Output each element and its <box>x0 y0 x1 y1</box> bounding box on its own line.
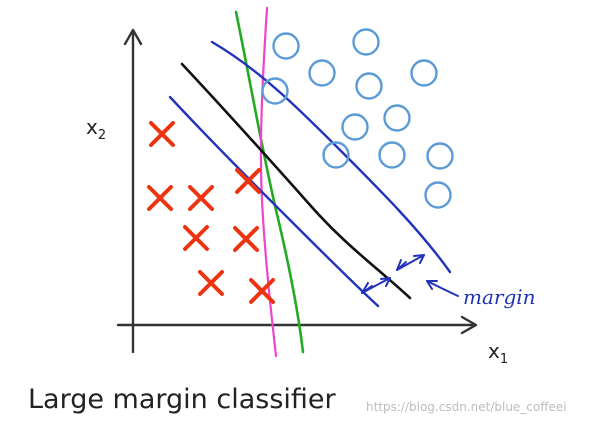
circle-point <box>410 59 438 87</box>
circle-point <box>261 77 289 105</box>
upper-margin-line <box>210 40 452 274</box>
circle-point <box>272 32 300 60</box>
circle-point <box>355 72 383 100</box>
margin-pointer-arrow <box>426 280 459 297</box>
circle-point <box>424 181 452 209</box>
lower-margin-line <box>168 95 380 308</box>
green-separator-line <box>234 10 305 354</box>
circle-point <box>383 104 411 132</box>
watermark: https://blog.csdn.net/blue_coffeei <box>366 400 567 414</box>
cross-point <box>235 168 261 194</box>
circle-point <box>308 59 336 87</box>
cross-point <box>198 270 224 296</box>
cross-point <box>188 185 214 211</box>
y-axis-arrowhead <box>123 28 143 46</box>
x-axis-arrowhead <box>460 315 478 335</box>
cross-point <box>249 278 275 304</box>
cross-points <box>147 121 275 304</box>
caption: Large margin classifier <box>28 384 336 415</box>
margin-arrow-right <box>396 254 425 271</box>
circle-point <box>378 141 406 169</box>
magenta-separator-line <box>259 6 278 358</box>
circle-points <box>261 28 454 209</box>
margin-arrows <box>361 254 459 297</box>
circle-point <box>322 141 350 169</box>
circle-point <box>341 113 369 141</box>
cross-point <box>149 121 175 147</box>
circle-point <box>426 142 454 170</box>
cross-point <box>183 225 209 251</box>
axes <box>116 28 478 354</box>
circle-point <box>352 28 380 56</box>
y-axis-label: x2 <box>86 115 106 143</box>
x-axis-label: x1 <box>488 339 508 367</box>
cross-point <box>147 185 173 211</box>
decision-boundary-line <box>180 62 412 300</box>
margin-label: margin <box>463 285 536 309</box>
cross-point <box>233 226 259 252</box>
